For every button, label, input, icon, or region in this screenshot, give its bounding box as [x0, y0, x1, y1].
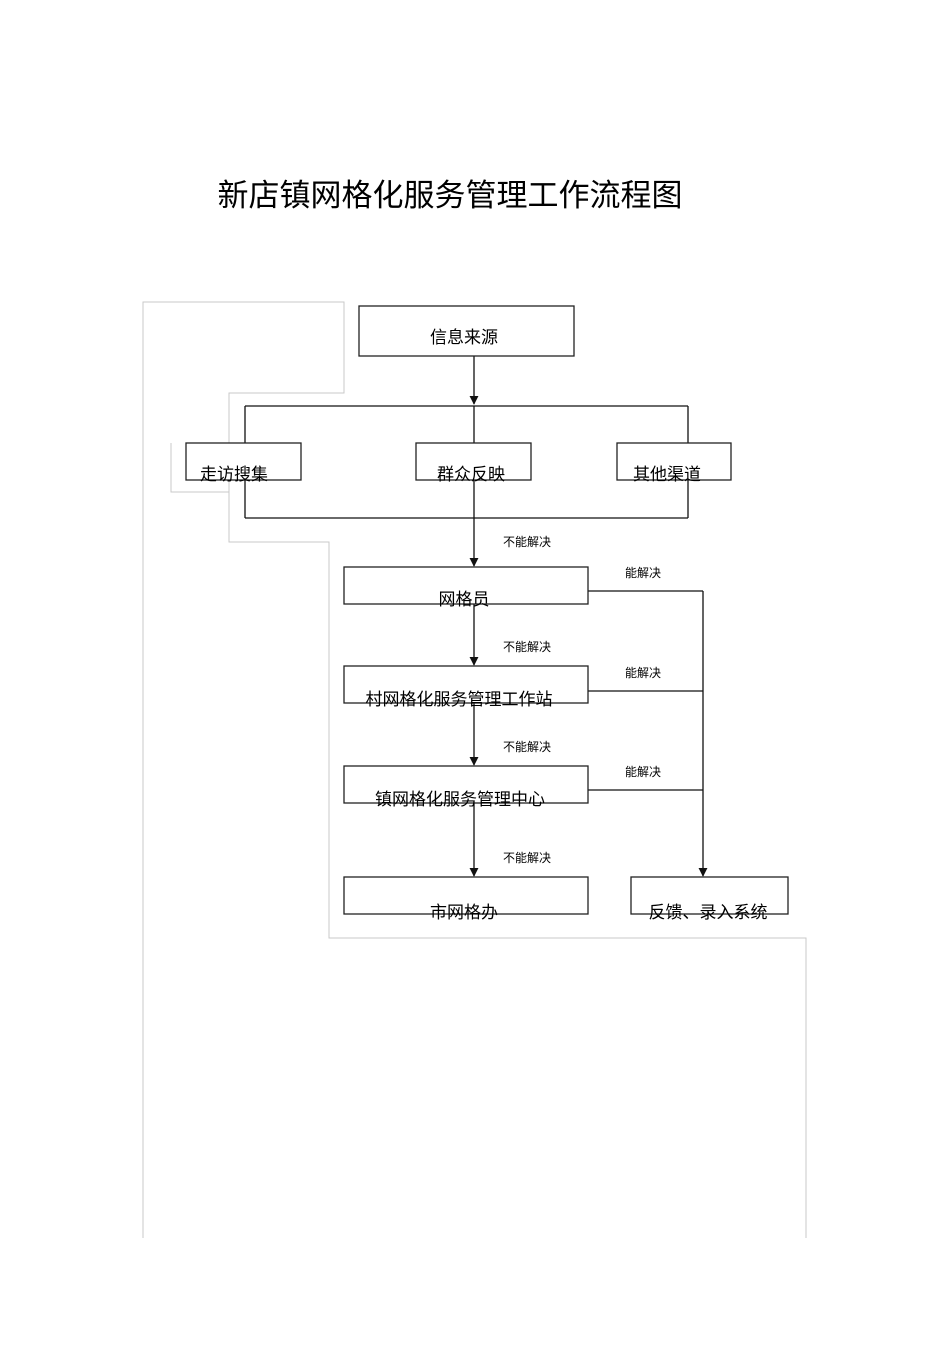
gridman-box — [343, 566, 589, 605]
edge-label-cannot-1: 不能解决 — [503, 535, 551, 549]
public-label: 群众反映 — [437, 465, 505, 485]
other-box — [616, 442, 732, 481]
resolved-branch — [588, 590, 708, 877]
source-label: 信息来源 — [430, 328, 498, 348]
edge-label-cannot-3: 不能解决 — [503, 740, 551, 754]
city-box — [343, 876, 589, 915]
city-label: 市网格办 — [430, 903, 498, 923]
edge-label-can-3: 能解决 — [625, 765, 661, 779]
edge-label-cannot-4: 不能解决 — [503, 851, 551, 865]
other-label: 其他渠道 — [633, 465, 701, 485]
edge-label-can-1: 能解决 — [625, 566, 661, 580]
visit-box — [185, 442, 302, 481]
village-box — [343, 665, 589, 704]
public-box — [415, 442, 532, 481]
edge-label-cannot-2: 不能解决 — [503, 640, 551, 654]
feedback-label: 反馈、录入系统 — [649, 903, 768, 923]
feedback-box — [630, 876, 789, 915]
page-title: 新店镇网格化服务管理工作流程图 — [217, 178, 683, 214]
town-label: 镇网格化服务管理中心 — [375, 790, 545, 810]
edge-label-can-2: 能解决 — [625, 666, 661, 680]
source-box — [358, 305, 575, 357]
gridman-label: 网格员 — [439, 590, 490, 610]
town-box — [343, 765, 589, 804]
village-label: 村网格化服务管理工作站 — [366, 690, 553, 710]
visit-label: 走访搜集 — [200, 465, 268, 485]
